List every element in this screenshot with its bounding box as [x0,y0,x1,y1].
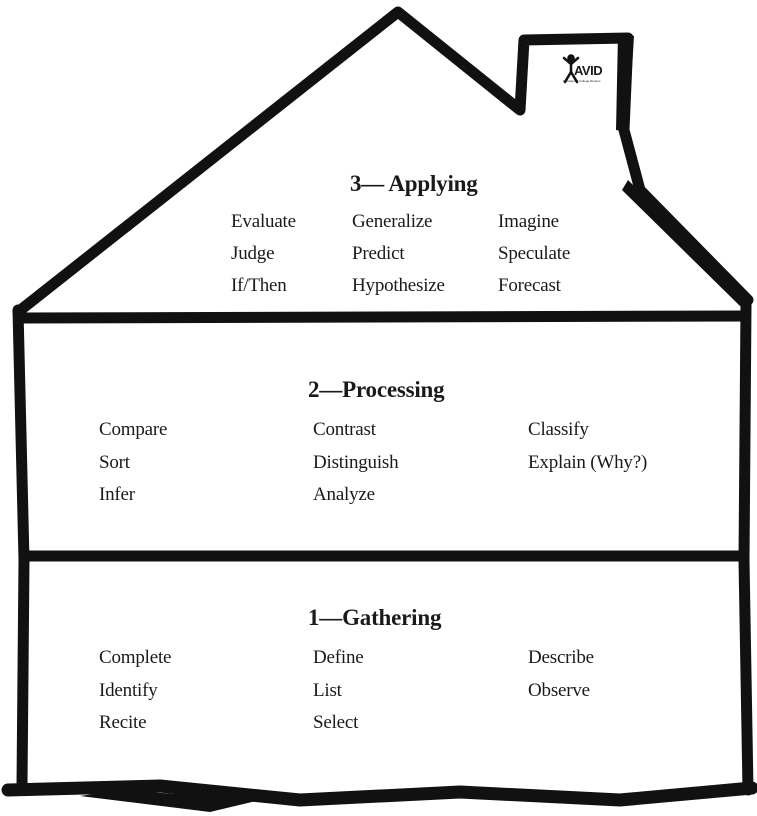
roof-brush-left [30,8,400,300]
left-wall [12,304,30,791]
avid-logo-figure-icon [562,54,580,84]
gathering-word: Identify [99,680,158,701]
applying-word: Hypothesize [352,275,445,296]
processing-heading: 2—Processing [308,377,445,402]
ground-line [1,779,757,807]
processing-word: Distinguish [313,452,399,473]
gathering-word: Describe [528,647,594,668]
applying-word: Imagine [498,211,559,232]
applying-heading: 3— Applying [350,171,478,196]
applying-word: Evaluate [231,211,296,232]
floor-divider-top [19,310,749,324]
right-wall [738,299,754,796]
processing-word: Contrast [313,419,376,440]
processing-word: Explain (Why?) [528,452,648,473]
applying-word: If/Then [231,275,287,296]
gathering-word: Define [313,647,364,668]
processing-word: Compare [99,419,168,440]
applying-word: Generalize [352,211,433,232]
processing-word: Sort [99,452,130,473]
ground-brush [80,790,260,812]
gathering-word: Observe [528,680,590,701]
gathering-word: Recite [99,712,147,733]
applying-word: Speculate [498,243,571,264]
processing-word: Analyze [313,484,375,505]
applying-word: Forecast [498,275,561,296]
processing-word: Infer [99,484,135,505]
gathering-word: Complete [99,647,172,668]
avid-logo-tagline: Decades of College Dreams [563,79,601,83]
avid-logo-text: AVID [574,63,603,78]
applying-word: Predict [352,243,405,264]
gathering-word: Select [313,712,359,733]
roof-brush-right [622,180,752,306]
roof-outline [12,6,754,318]
applying-word: Judge [231,243,275,264]
gathering-heading: 1—Gathering [308,605,442,630]
processing-word: Classify [528,419,589,440]
gathering-word: List [313,680,342,701]
chimney-brush [616,34,634,132]
